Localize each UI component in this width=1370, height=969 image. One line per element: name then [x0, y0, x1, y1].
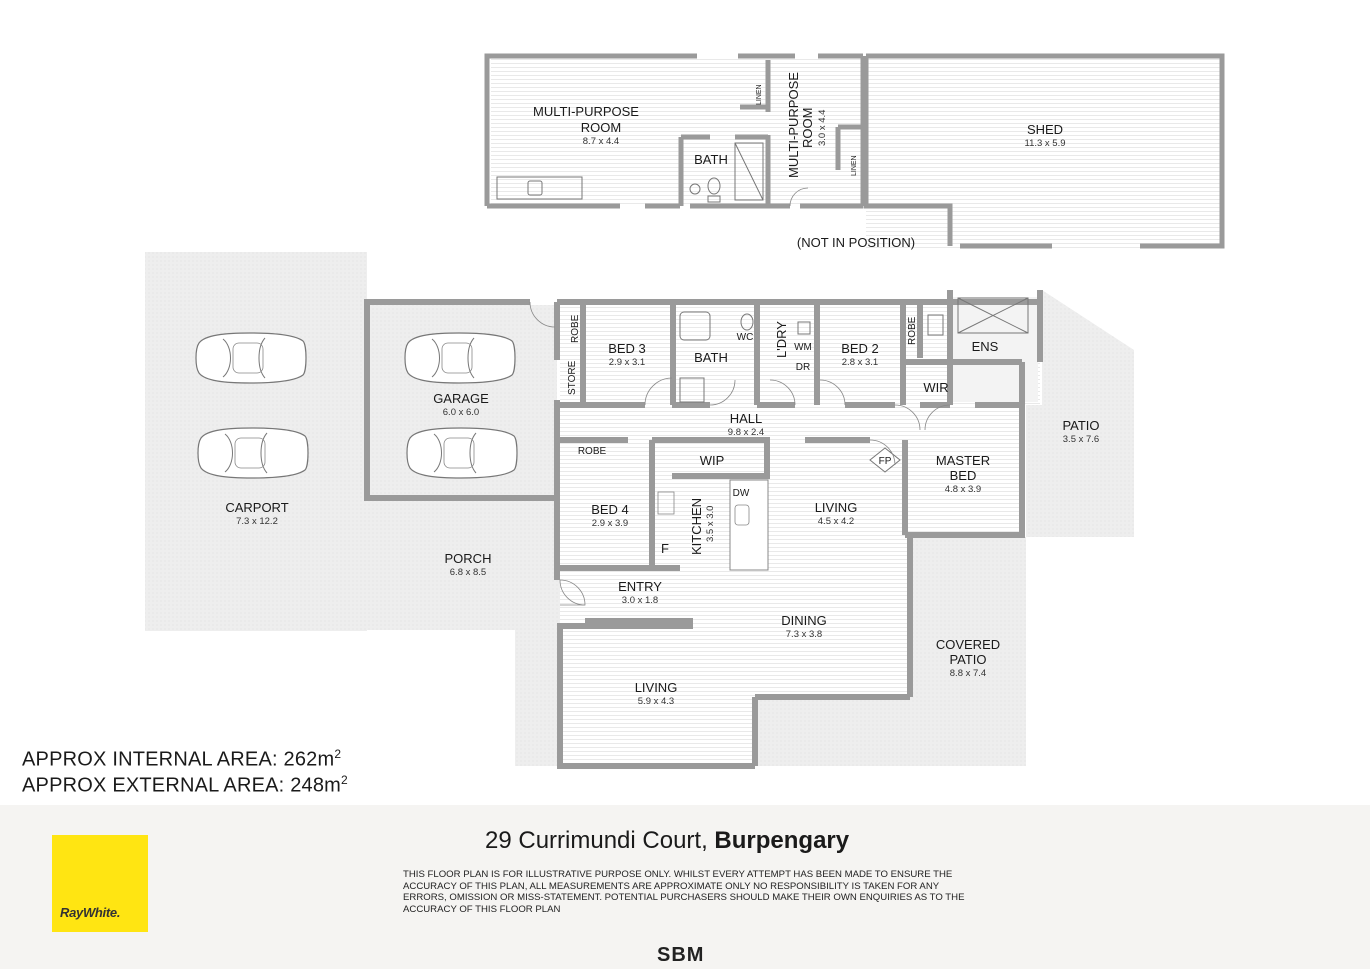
ens-label: ENS: [972, 339, 999, 354]
door-swings: [529, 187, 951, 606]
external-area: APPROX EXTERNAL AREA: 248m2: [22, 773, 348, 797]
master-dims: 4.8 x 3.9: [945, 484, 981, 495]
bath-label: BATH: [694, 350, 728, 365]
linen-1-label: LINEN: [756, 84, 763, 105]
dw-label: DW: [733, 488, 750, 499]
disclaimer-text: This floor plan is for illustrative purp…: [403, 869, 965, 915]
covered-patio-area: [758, 537, 1026, 766]
dining-label: DINING: [781, 613, 827, 628]
store-label: STORE: [567, 360, 578, 395]
fp-label: FP: [879, 456, 892, 467]
garage-dims: 6.0 x 6.0: [443, 407, 479, 418]
master-label-2: BED: [950, 468, 977, 483]
carport-label: CARPORT: [225, 500, 288, 515]
bath-upper-label: BATH: [694, 152, 728, 167]
wir-label: WIR: [923, 380, 948, 395]
hall-dims: 9.8 x 2.4: [728, 427, 764, 438]
annex-fixtures: [496, 142, 764, 203]
robe-bed2-label: ROBE: [907, 316, 918, 345]
mp-room-1-label-2: ROOM: [581, 120, 621, 135]
hall-label: HALL: [730, 411, 763, 426]
footer: RayWhite. 29 Currimundi Court, Burpengar…: [0, 805, 1370, 969]
property-address: 29 Currimundi Court, Burpengary: [485, 827, 850, 854]
porch-label: PORCH: [445, 551, 492, 566]
carport-dims: 7.3 x 12.2: [236, 516, 278, 527]
bed2-label: BED 2: [841, 341, 879, 356]
mp-room-2-dims: 3.0 x 4.4: [817, 110, 828, 146]
robe-bed4-label: ROBE: [578, 446, 607, 457]
living-main-label: LIVING: [815, 500, 858, 515]
porch-area-lower: [515, 630, 560, 766]
robe-bed3-label: ROBE: [570, 314, 581, 343]
cooktop: [657, 491, 675, 515]
mp-room-1-dims: 8.7 x 4.4: [583, 136, 619, 147]
linen-2-label: LINEN: [851, 155, 858, 176]
raywhite-logo: RayWhite.: [52, 835, 148, 932]
garage-car-2: [406, 427, 518, 479]
mp-room-2-label-1: MULTI-PURPOSE: [786, 72, 801, 178]
wip-label: WIP: [700, 453, 725, 468]
bed3-label: BED 3: [608, 341, 646, 356]
bed2-dims: 2.8 x 3.1: [842, 357, 878, 368]
master-label-1: MASTER: [936, 453, 990, 468]
carport-car-1: [195, 332, 307, 384]
internal-area: APPROX INTERNAL AREA: 262m2: [22, 747, 342, 771]
dining-dims: 7.3 x 3.8: [786, 629, 822, 640]
main-bath-fixtures: [679, 297, 1029, 403]
living-front-label: LIVING: [635, 680, 678, 695]
mp-room-1-label-1: MULTI-PURPOSE: [533, 104, 639, 119]
patio-label: PATIO: [1062, 418, 1099, 433]
covered-patio-label-2: PATIO: [949, 652, 986, 667]
wm-label: WM: [794, 342, 812, 353]
wc-label: WC: [737, 332, 754, 343]
covered-patio-label-1: COVERED: [936, 637, 1000, 652]
ldry-label: L'DRY: [774, 321, 789, 358]
patio-area: [1026, 290, 1134, 537]
bed3-dims: 2.9 x 3.1: [609, 357, 645, 368]
shed-dims: 11.3 x 5.9: [1024, 138, 1065, 149]
entry-label: ENTRY: [618, 579, 662, 594]
carport-car-2: [197, 427, 309, 479]
entry-dims: 3.0 x 1.8: [622, 595, 658, 606]
covered-patio-dims: 8.8 x 7.4: [950, 668, 986, 679]
sbm-brand-mark: SBM: [657, 944, 705, 966]
kitchen-label: KITCHEN: [689, 498, 704, 555]
porch-dims: 6.8 x 8.5: [450, 567, 486, 578]
porch-area: [367, 500, 560, 766]
bed4-dims: 2.9 x 3.9: [592, 518, 628, 529]
fridge-label: F: [661, 541, 669, 556]
floor-plan: MULTI-PURPOSE ROOM 8.7 x 4.4 BATH LINEN …: [145, 53, 1225, 769]
kitchen-dims: 3.5 x 3.0: [705, 506, 716, 542]
living-front-dims: 5.9 x 4.3: [638, 696, 674, 707]
patio-dims: 3.5 x 7.6: [1063, 434, 1099, 445]
bed4-label: BED 4: [591, 502, 629, 517]
shed-label: SHED: [1027, 122, 1063, 137]
mp-room-2-label-2: ROOM: [800, 108, 815, 148]
garage-label: GARAGE: [433, 391, 489, 406]
garage-car-1: [404, 332, 516, 384]
annex-walls: [484, 53, 1225, 249]
dr-label: DR: [796, 362, 810, 373]
house-walls: [364, 290, 1043, 769]
living-main-dims: 4.5 x 4.2: [818, 516, 854, 527]
not-in-position-label: (NOT IN POSITION): [797, 235, 915, 250]
